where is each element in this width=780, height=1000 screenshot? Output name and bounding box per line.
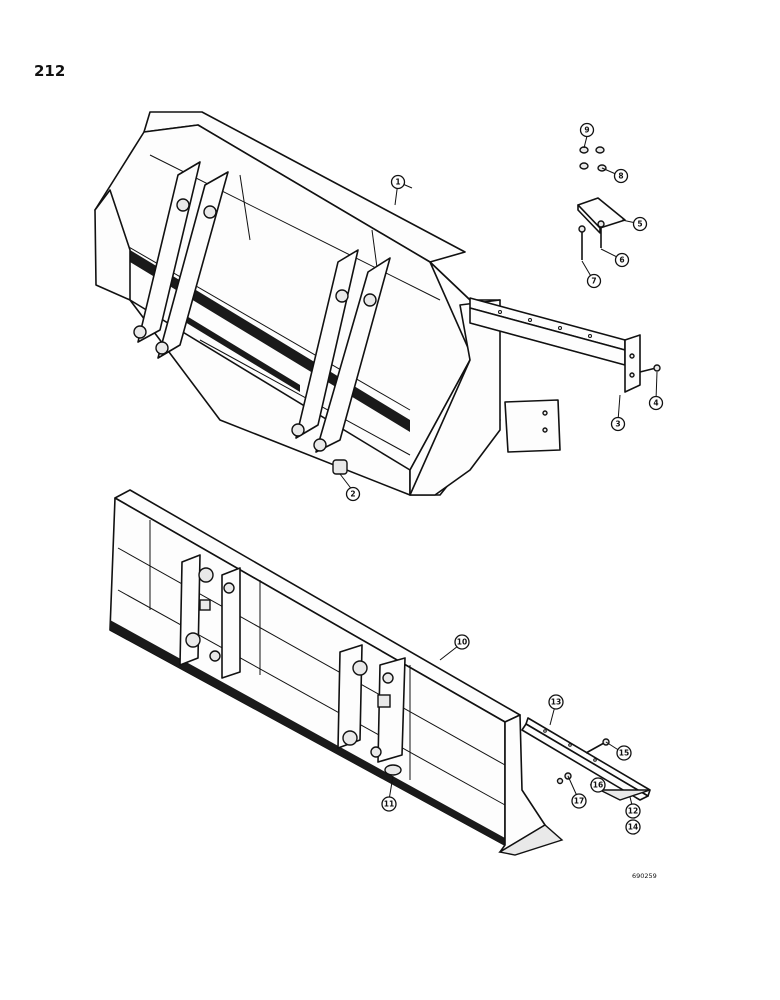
callout-14: 14 bbox=[625, 819, 641, 835]
hardware-cluster bbox=[577, 146, 626, 260]
callout-4: 4 bbox=[648, 395, 664, 411]
bolt-part-4 bbox=[639, 364, 661, 373]
svg-text:8: 8 bbox=[618, 172, 623, 181]
svg-text:1: 1 bbox=[395, 178, 400, 187]
svg-text:13: 13 bbox=[551, 698, 561, 707]
svg-text:5: 5 bbox=[637, 220, 642, 229]
edge-bar-part-3 bbox=[469, 297, 641, 453]
svg-text:10: 10 bbox=[457, 638, 467, 647]
callout-13: 13 bbox=[548, 694, 564, 710]
svg-text:3: 3 bbox=[615, 420, 620, 429]
callout-3: 3 bbox=[610, 416, 626, 432]
callout-8: 8 bbox=[613, 168, 629, 184]
bucket-mounting-bracket-right bbox=[291, 249, 391, 453]
callout-11: 11 bbox=[381, 796, 397, 812]
blade-mount-right bbox=[337, 644, 406, 763]
svg-text:11: 11 bbox=[384, 800, 394, 809]
bucket-mounting-bracket-left bbox=[133, 161, 229, 359]
callout-12: 12 bbox=[625, 803, 641, 819]
callout-5: 5 bbox=[632, 216, 648, 232]
svg-text:14: 14 bbox=[628, 823, 638, 832]
page-number: 212 bbox=[34, 62, 66, 80]
svg-text:2: 2 bbox=[350, 490, 355, 499]
callout-1: 1 bbox=[390, 174, 406, 190]
svg-text:7: 7 bbox=[591, 277, 596, 286]
svg-text:16: 16 bbox=[593, 781, 603, 790]
bushing-part-2 bbox=[332, 459, 348, 475]
blade-assembly bbox=[109, 489, 564, 856]
bushing-part-11 bbox=[384, 764, 402, 776]
loader-bucket bbox=[94, 111, 501, 496]
svg-text:15: 15 bbox=[619, 749, 629, 758]
callout-10: 10 bbox=[454, 634, 470, 650]
callout-7: 7 bbox=[586, 273, 602, 289]
callout-6: 6 bbox=[614, 252, 630, 268]
edge-bar-part-13 bbox=[521, 717, 651, 801]
svg-text:17: 17 bbox=[574, 797, 584, 806]
callout-9: 9 bbox=[579, 122, 595, 138]
callout-15: 15 bbox=[616, 745, 632, 761]
callout-16: 16 bbox=[590, 777, 606, 793]
svg-text:4: 4 bbox=[653, 399, 658, 408]
callout-17: 17 bbox=[571, 793, 587, 809]
svg-text:12: 12 bbox=[628, 807, 638, 816]
svg-text:6: 6 bbox=[619, 256, 624, 265]
drawing-number: 690259 bbox=[632, 872, 657, 880]
svg-text:9: 9 bbox=[584, 126, 589, 135]
blade-mount-left bbox=[179, 554, 241, 679]
callout-2: 2 bbox=[345, 486, 361, 502]
